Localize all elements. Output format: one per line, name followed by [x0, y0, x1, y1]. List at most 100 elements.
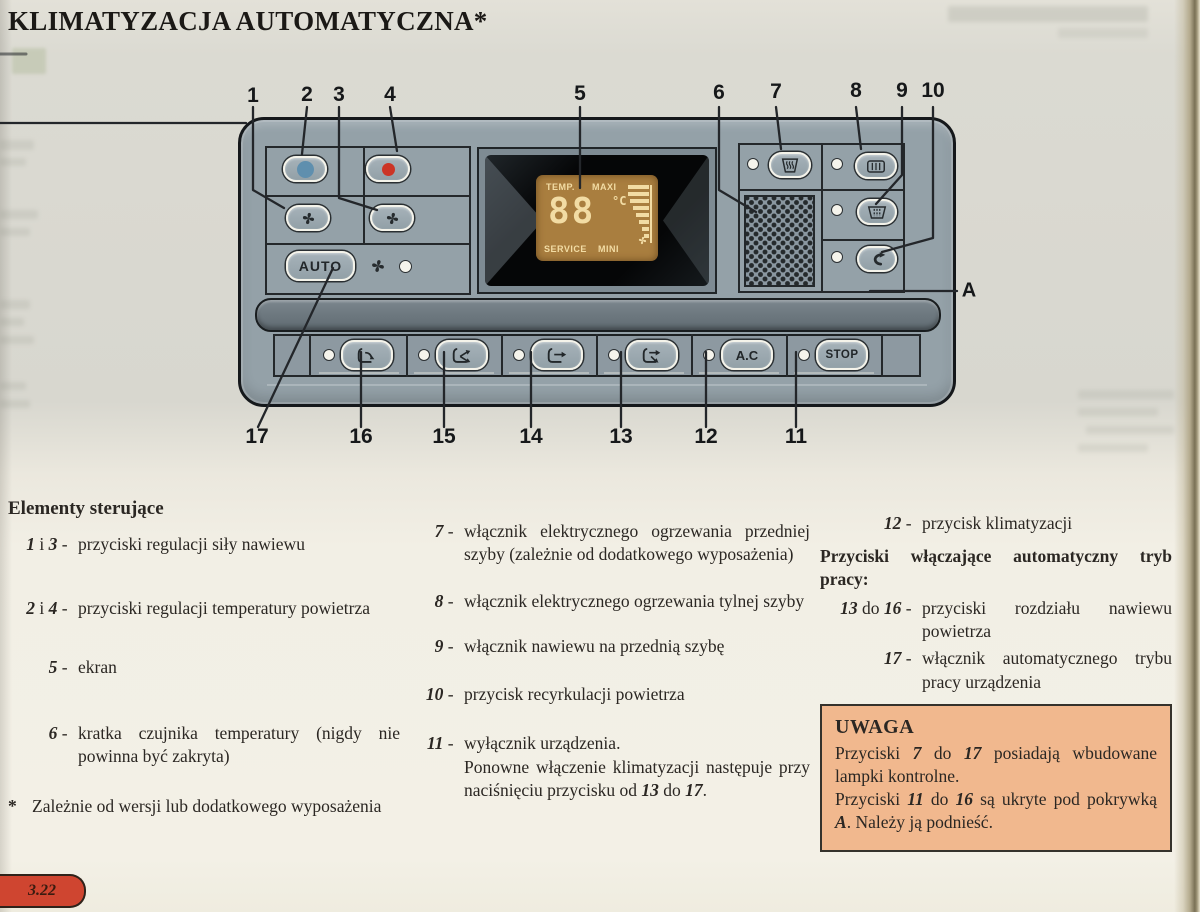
- windshield-air-button: [857, 199, 897, 225]
- divider: [786, 334, 788, 377]
- legend-item-17: 17 - włącznik automatycznego trybu pracy…: [883, 648, 1172, 692]
- callout-9: 9: [896, 79, 908, 102]
- bleed-mark: [0, 228, 30, 236]
- indicator-lamp: [608, 349, 620, 361]
- indicator-lamp: [831, 158, 843, 170]
- indicator-lamp: [831, 251, 843, 263]
- bleed-mark: [0, 318, 24, 326]
- bleed-mark: [1078, 390, 1174, 399]
- lcd-display: TEMP. MAXI 88 °C SERVICE MINI: [536, 175, 658, 261]
- legend-item-2-4: 2 i 4 - przyciski regulacji temperatury …: [26, 598, 371, 619]
- bleed-mark: [0, 158, 26, 166]
- fan-speed-bargraph: [628, 185, 652, 245]
- display-reflection: [485, 155, 543, 286]
- indicator-lamp: [703, 349, 715, 361]
- lcd-unit: °C: [612, 194, 627, 208]
- legend-item-9: 9 - włącznik nawiewu na przednią szybę: [434, 636, 725, 657]
- divider: [821, 143, 823, 293]
- callout-2: 2: [301, 83, 313, 106]
- lcd-temp-label: TEMP.: [546, 182, 575, 192]
- callout-11: 11: [784, 425, 808, 448]
- recirculation-icon: [873, 251, 886, 265]
- vent-floor-button: [341, 340, 393, 370]
- auto-button: AUTO: [286, 251, 355, 281]
- indicator-lamp: [418, 349, 430, 361]
- vent-floor-face-button: [436, 340, 488, 370]
- auto-button-label: AUTO: [298, 258, 343, 274]
- lcd-service-label: SERVICE: [544, 244, 587, 254]
- fan-icon: [386, 212, 398, 224]
- legend-column-right: 12 - przycisk klimatyzacji Przyciski włą…: [820, 512, 1172, 853]
- vent-floor-face-icon: [452, 347, 471, 363]
- bleed-mark: [948, 6, 1148, 22]
- fan-icon: [638, 236, 647, 245]
- legend-item-13-16: 13 do 16 - przyciski rozdziału nawiewu p…: [840, 598, 1172, 642]
- indicator-lamp: [747, 158, 759, 170]
- callout-16: 16: [349, 425, 373, 448]
- lcd-mini-label: MINI: [598, 244, 619, 254]
- heated-windshield-icon: [781, 157, 799, 173]
- divider: [691, 334, 693, 377]
- callout-1: 1: [247, 84, 259, 107]
- temp-heat-button: [366, 156, 410, 182]
- heated-rear-window-icon: [867, 159, 885, 173]
- rear-window-heat-button: [855, 153, 897, 179]
- legend-item-7: 7 - włącznik elektrycznego ogrzewania pr…: [434, 521, 810, 565]
- callout-12: 12: [694, 425, 718, 448]
- blue-dot-icon: [296, 160, 314, 178]
- divider: [821, 239, 905, 241]
- groove: [509, 372, 589, 374]
- fan-up-button: [370, 205, 414, 231]
- groove: [604, 372, 684, 374]
- ac-button-label: A.C: [735, 347, 759, 363]
- recirculation-button: [857, 246, 897, 272]
- bleed-stamp: [12, 48, 46, 74]
- groove: [794, 372, 874, 374]
- callout-17: 17: [245, 425, 269, 448]
- bleed-mark: [0, 300, 30, 309]
- legend-item-11: 11 - wyłącznik urządzenia.Ponowne włącze…: [426, 733, 810, 800]
- vent-face-floor-button: [626, 340, 678, 370]
- auto-indicator-lamp: [399, 260, 412, 273]
- vent-floor-icon: [357, 347, 375, 363]
- uwaga-box: UWAGA Przyciski 7 do 17 posiadają wbudow…: [820, 703, 1172, 853]
- bleed-mark: [0, 400, 30, 408]
- red-dot-icon: [381, 162, 395, 176]
- page-number-badge: 3.22: [0, 874, 86, 908]
- divider: [265, 195, 471, 197]
- divider: [265, 243, 471, 245]
- bleed-mark: [0, 336, 34, 344]
- bleed-mark: [1086, 426, 1174, 434]
- hinged-cover: [255, 298, 941, 332]
- callout-8: 8: [850, 79, 862, 102]
- callout-15: 15: [432, 425, 456, 448]
- uwaga-line: Przyciski 7 do 17 posiadają wbudowane la…: [835, 743, 1157, 787]
- callout-a: A: [961, 279, 977, 302]
- windshield-defrost-icon: [867, 205, 887, 219]
- callout-3: 3: [333, 83, 345, 106]
- legend-item-12: 12 - przycisk klimatyzacji: [883, 513, 1073, 533]
- stop-button: STOP: [816, 340, 868, 370]
- climate-control-panel: AUTO TEMP. MAXI 88 °C SERVICE MINI: [238, 117, 956, 407]
- bleed-mark: [0, 382, 26, 390]
- groove: [699, 372, 779, 374]
- indicator-lamp: [323, 349, 335, 361]
- legend-column-middle: 7 - włącznik elektrycznego ogrzewania pr…: [412, 520, 810, 802]
- legend-heading: Elementy sterujące: [8, 498, 164, 519]
- bleed-mark: [0, 210, 38, 219]
- display-reflection: [663, 155, 709, 286]
- legend-column-left: Elementy sterujące 1 i 3 - przyciski reg…: [8, 496, 400, 818]
- page-edge: [1174, 0, 1200, 912]
- vent-face-floor-icon: [642, 347, 661, 363]
- legend-footnote: * Zależnie od wersji lub dodatkowego wyp…: [8, 795, 382, 816]
- strip-end-cap: [273, 334, 311, 377]
- lcd-temperature-value: 88: [548, 191, 596, 232]
- callout-5: 5: [574, 82, 586, 105]
- indicator-lamp: [513, 349, 525, 361]
- display-recess: [477, 147, 717, 294]
- legend-item-10: 10 - przycisk recyrkulacji powietrza: [425, 684, 685, 705]
- strip-end-cap: [881, 334, 921, 377]
- temperature-sensor-grille: [744, 195, 815, 287]
- uwaga-line: Przyciski 11 do 16 są ukryte pod pokrywk…: [835, 789, 1157, 833]
